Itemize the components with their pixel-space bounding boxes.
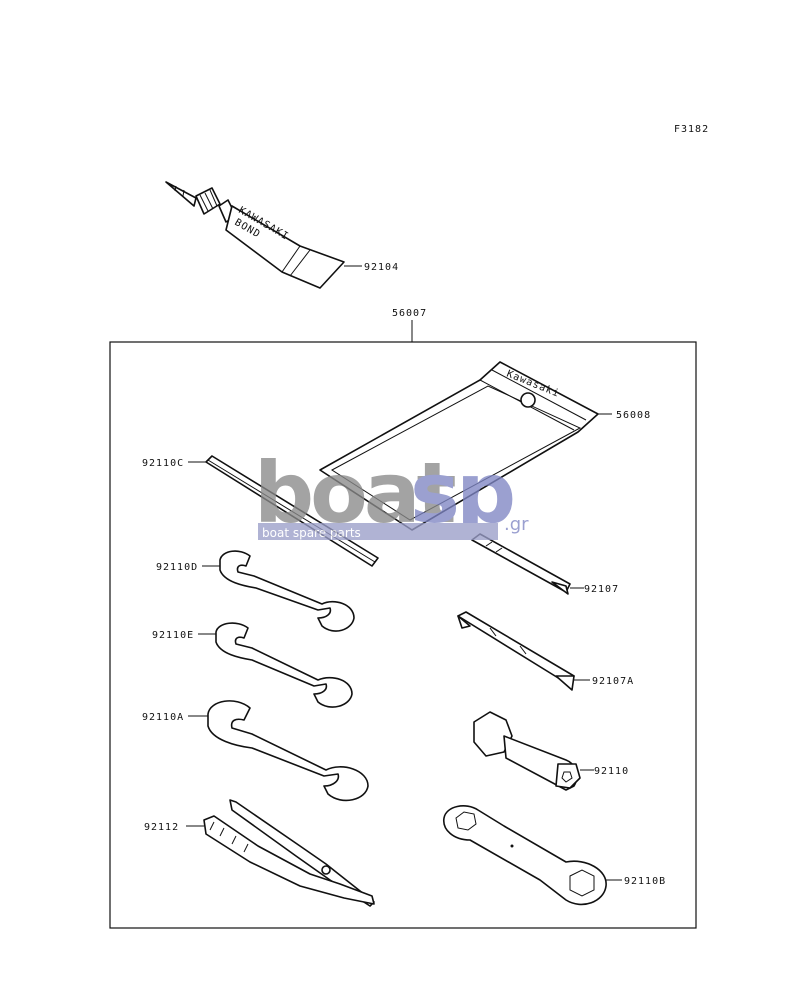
- label-92110d: 92110D: [156, 562, 198, 573]
- label-92107: 92107: [584, 584, 619, 595]
- label-92110a: 92110A: [142, 712, 184, 723]
- label-92110c: 92110C: [142, 458, 184, 469]
- label-92112: 92112: [144, 822, 179, 833]
- wrench-92110a: [207, 700, 369, 802]
- label-92104: 92104: [364, 262, 399, 273]
- watermark-tld: .gr: [504, 514, 529, 535]
- watermark-logo: boat sp .gr boat spare parts: [254, 444, 529, 542]
- watermark-tagline-bar: [258, 523, 498, 540]
- label-92110b: 92110B: [624, 876, 666, 887]
- watermark-tagline: boat spare parts: [262, 526, 361, 540]
- plug-wrench: [473, 711, 581, 791]
- label-92110e: 92110E: [152, 630, 194, 641]
- screwdriver: [471, 533, 571, 595]
- wrench-92110e: [215, 622, 353, 708]
- bond-tube: KAWASAKI BOND: [165, 181, 345, 289]
- tool-bag: Kawasaki: [319, 361, 599, 531]
- label-92107a: 92107A: [592, 676, 634, 687]
- figure-code: F3182: [674, 124, 709, 135]
- label-92110: 92110: [594, 766, 629, 777]
- label-56007: 56007: [392, 308, 427, 319]
- wrench-92110d: [219, 550, 355, 632]
- pliers: [203, 799, 375, 907]
- label-56008: 56008: [616, 410, 651, 421]
- kit-frame: [109, 341, 697, 929]
- ring-wrench: [443, 805, 607, 906]
- screwdriver-bit: [457, 611, 575, 691]
